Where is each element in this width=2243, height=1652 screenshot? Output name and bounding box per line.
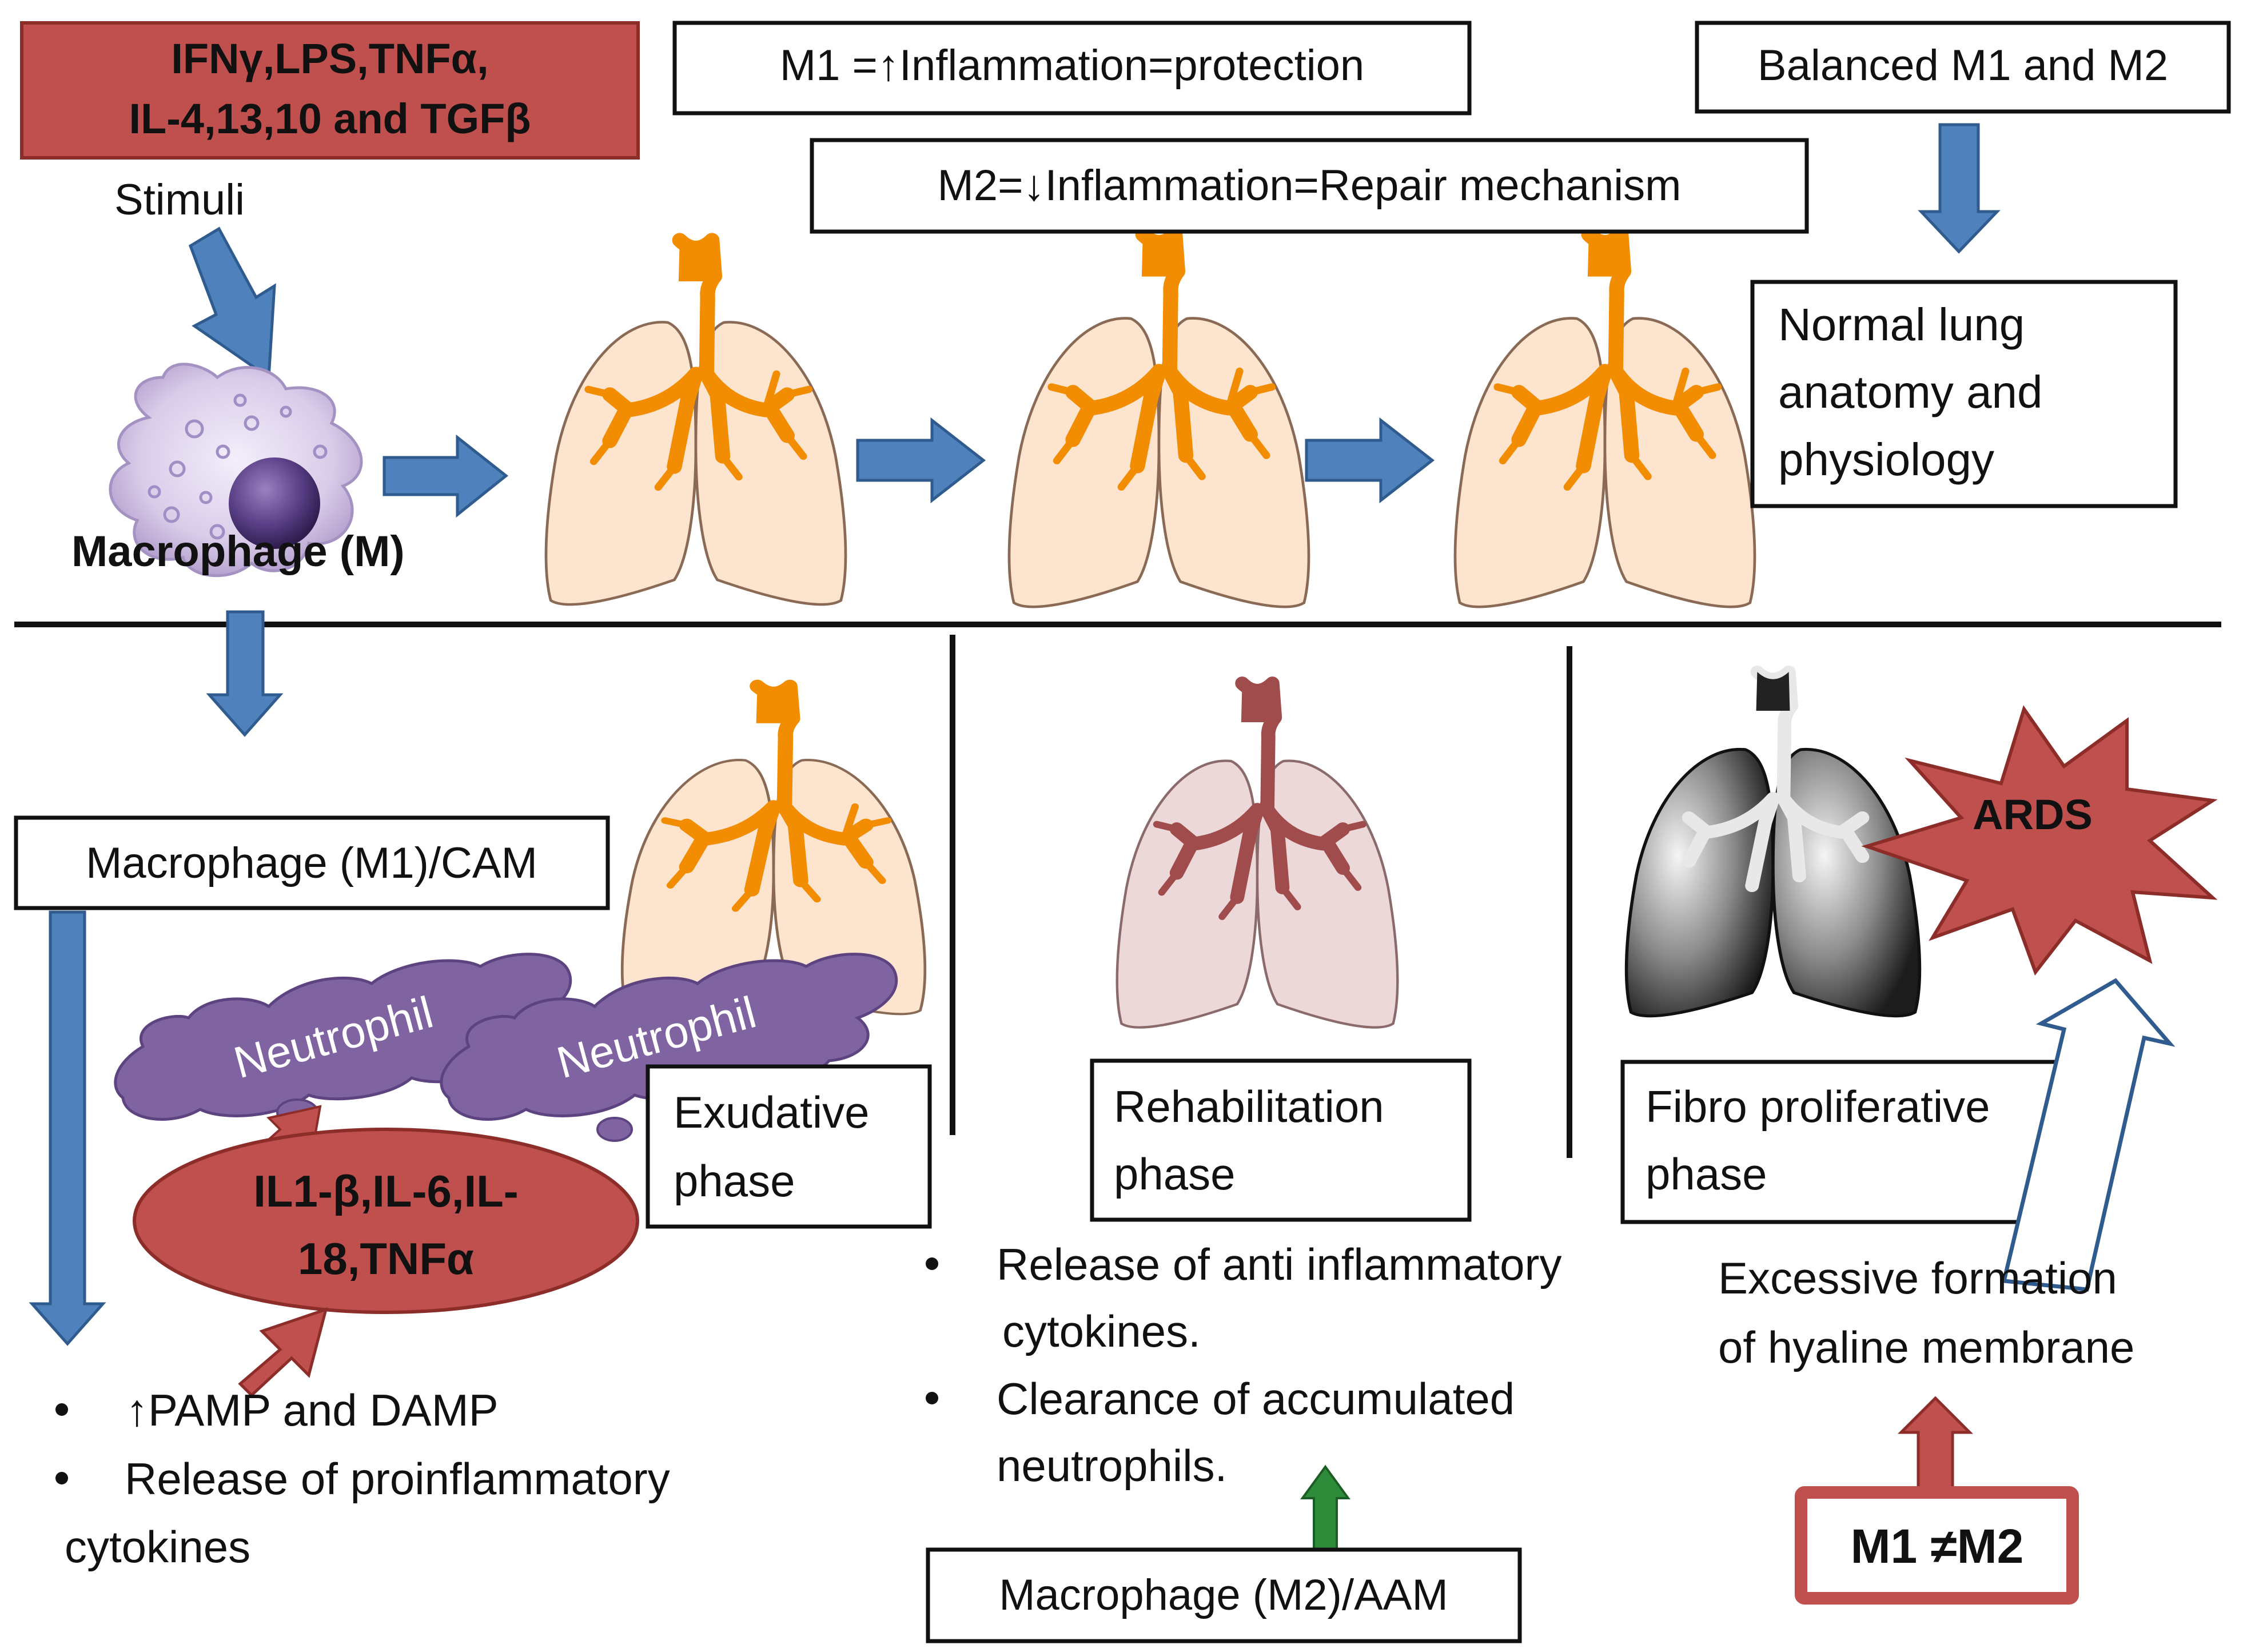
middle-bullet-1-line2: cytokines. [1002,1306,1201,1356]
cytokine-ellipse: IL1-β,IL-6,IL- 18,TNFα [133,1128,639,1314]
macrophage-label: Macrophage (M) [71,527,405,576]
macrophage-nucleus [229,457,320,549]
middle-bullet-2-line1: Clearance of accumulated [997,1374,1515,1424]
bullet-dot [55,1403,68,1416]
m2-aam-text: Macrophage (M2)/AAM [999,1571,1448,1619]
left-bullet-1: ↑PAMP and DAMP [126,1385,499,1435]
m2-definition-box: M2=↓Inflammation=Repair mechanism [810,138,1809,234]
bullet-dot [926,1257,938,1270]
arrow-balanced-to-normal [1918,123,2001,254]
ards-label: ARDS [1973,791,2093,838]
arrow-macrophage-to-lung1 [383,434,509,518]
hyaline-line1: Excessive formation [1718,1253,2117,1303]
lung-3 [1455,234,1755,607]
rehabilitation-line2: phase [1114,1149,1236,1199]
arrow-lung2-to-lung3 [1305,417,1435,504]
imbalance-text: M1 ≠M2 [1851,1519,2024,1573]
normal-lung-line1: Normal lung [1778,299,2025,350]
left-bullet-2-line1: Release of proinflammatory [125,1454,670,1504]
m2-definition-text: M2=↓Inflammation=Repair mechanism [938,161,1682,210]
arrow-m2-up [1300,1464,1350,1557]
m2-aam-box: Macrophage (M2)/AAM [926,1547,1522,1643]
lung-1 [546,240,846,604]
fibro-proliferative-box: Fibro proliferative phase [1620,1060,2077,1224]
exudative-phase-box: Exudative phase [646,1064,932,1229]
balanced-text: Balanced M1 and M2 [1758,41,2168,90]
cytokine-line1: IL1-β,IL-6,IL- [253,1166,519,1216]
hyaline-line2: of hyaline membrane [1718,1322,2134,1372]
arrow-lung1-to-lung2 [856,417,986,504]
arrow-imbalance-up [1897,1396,1974,1494]
arrow-m1-down-long [29,910,106,1346]
normal-lung-line2: anatomy and [1778,367,2043,417]
stimuli-line1: IFNγ,LPS,TNFα, [171,35,488,82]
stimuli-label: Stimuli [114,176,245,224]
middle-bullet-1-line1: Release of anti inflammatory [997,1239,1561,1289]
cytokine-line2: 18,TNFα [298,1233,474,1284]
arrow-pamp-to-cytokine [238,1307,328,1398]
balanced-box: Balanced M1 and M2 [1695,21,2231,114]
m1-definition-text: M1 =↑Inflammation=protection [780,41,1364,90]
rehabilitation-phase-box: Rehabilitation phase [1090,1058,1472,1222]
m1-definition-box: M1 =↑Inflammation=protection [672,21,1472,116]
lung-rehabilitation [1117,683,1398,1028]
fibro-line2: phase [1646,1149,1767,1199]
lung-2 [1009,234,1309,607]
normal-lung-line3: physiology [1778,434,1994,485]
ards-star: ARDS [1861,705,2218,976]
arrow-macrophage-down [206,610,284,737]
imbalance-box: M1 ≠M2 [1795,1486,2079,1605]
m1-cam-box: Macrophage (M1)/CAM [14,815,610,910]
bullet-dot [55,1472,68,1484]
stimuli-box: IFNγ,LPS,TNFα, IL-4,13,10 and TGFβ [20,21,640,160]
middle-bullet-list: Release of anti inflammatory cytokines. … [926,1239,1561,1491]
m1-cam-text: Macrophage (M1)/CAM [86,839,537,887]
exudative-line1: Exudative [674,1087,870,1137]
left-bullet-2-line2: cytokines [65,1522,250,1572]
hyaline-text: Excessive formation of hyaline membrane [1718,1253,2134,1372]
exudative-line2: phase [674,1156,795,1206]
left-bullet-list: ↑PAMP and DAMP Release of proinflammator… [55,1385,670,1572]
stimuli-line2: IL-4,13,10 and TGFβ [129,95,531,142]
bullet-dot [926,1392,938,1404]
middle-bullet-2-line2: neutrophils. [997,1440,1227,1491]
stimuli-to-macrophage-arrow [188,226,276,380]
arrow-hyaline-to-ards [2001,978,2176,1292]
normal-lung-box: Normal lung anatomy and physiology [1750,280,2178,508]
rehabilitation-line1: Rehabilitation [1114,1081,1384,1132]
macrophage-cell [109,363,363,578]
fibro-line1: Fibro proliferative [1646,1081,1990,1132]
